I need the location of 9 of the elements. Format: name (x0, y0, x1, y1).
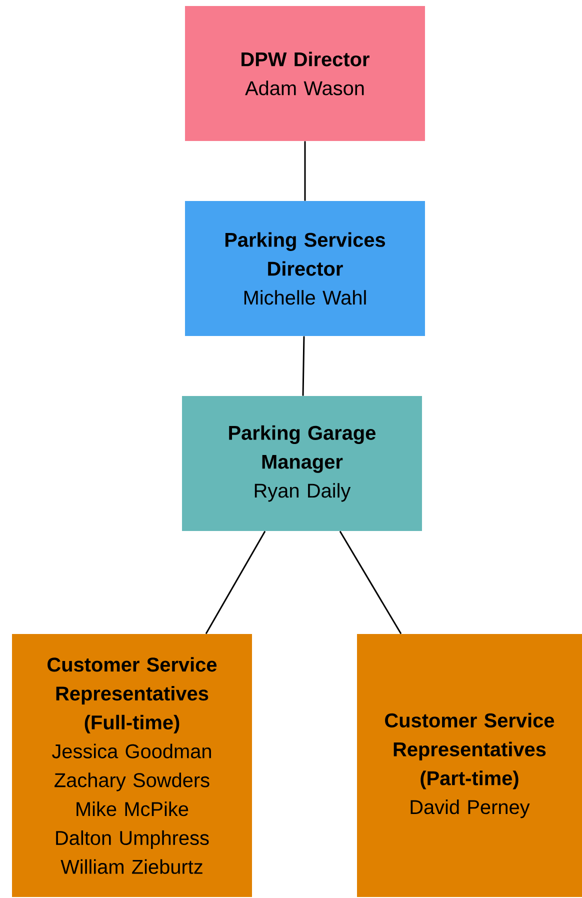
org-box: Parking Garage Manager Ryan Daily (182, 396, 422, 531)
connector-line (302, 336, 305, 396)
connector-line (304, 141, 306, 201)
org-box: Customer Service Representatives (Full-time) Jessica Goodman Zachary Sowders Mike McPike Dalton Umphress William Zieburtz (12, 634, 252, 897)
connector-line (339, 530, 402, 634)
connector-line (205, 530, 266, 634)
org-box: Customer Service Representatives (Part-time) David Perney (357, 634, 582, 897)
org-box: Parking Services Director Michelle Wahl (185, 201, 425, 336)
org-box: DPW Director Adam Wason (185, 6, 425, 141)
